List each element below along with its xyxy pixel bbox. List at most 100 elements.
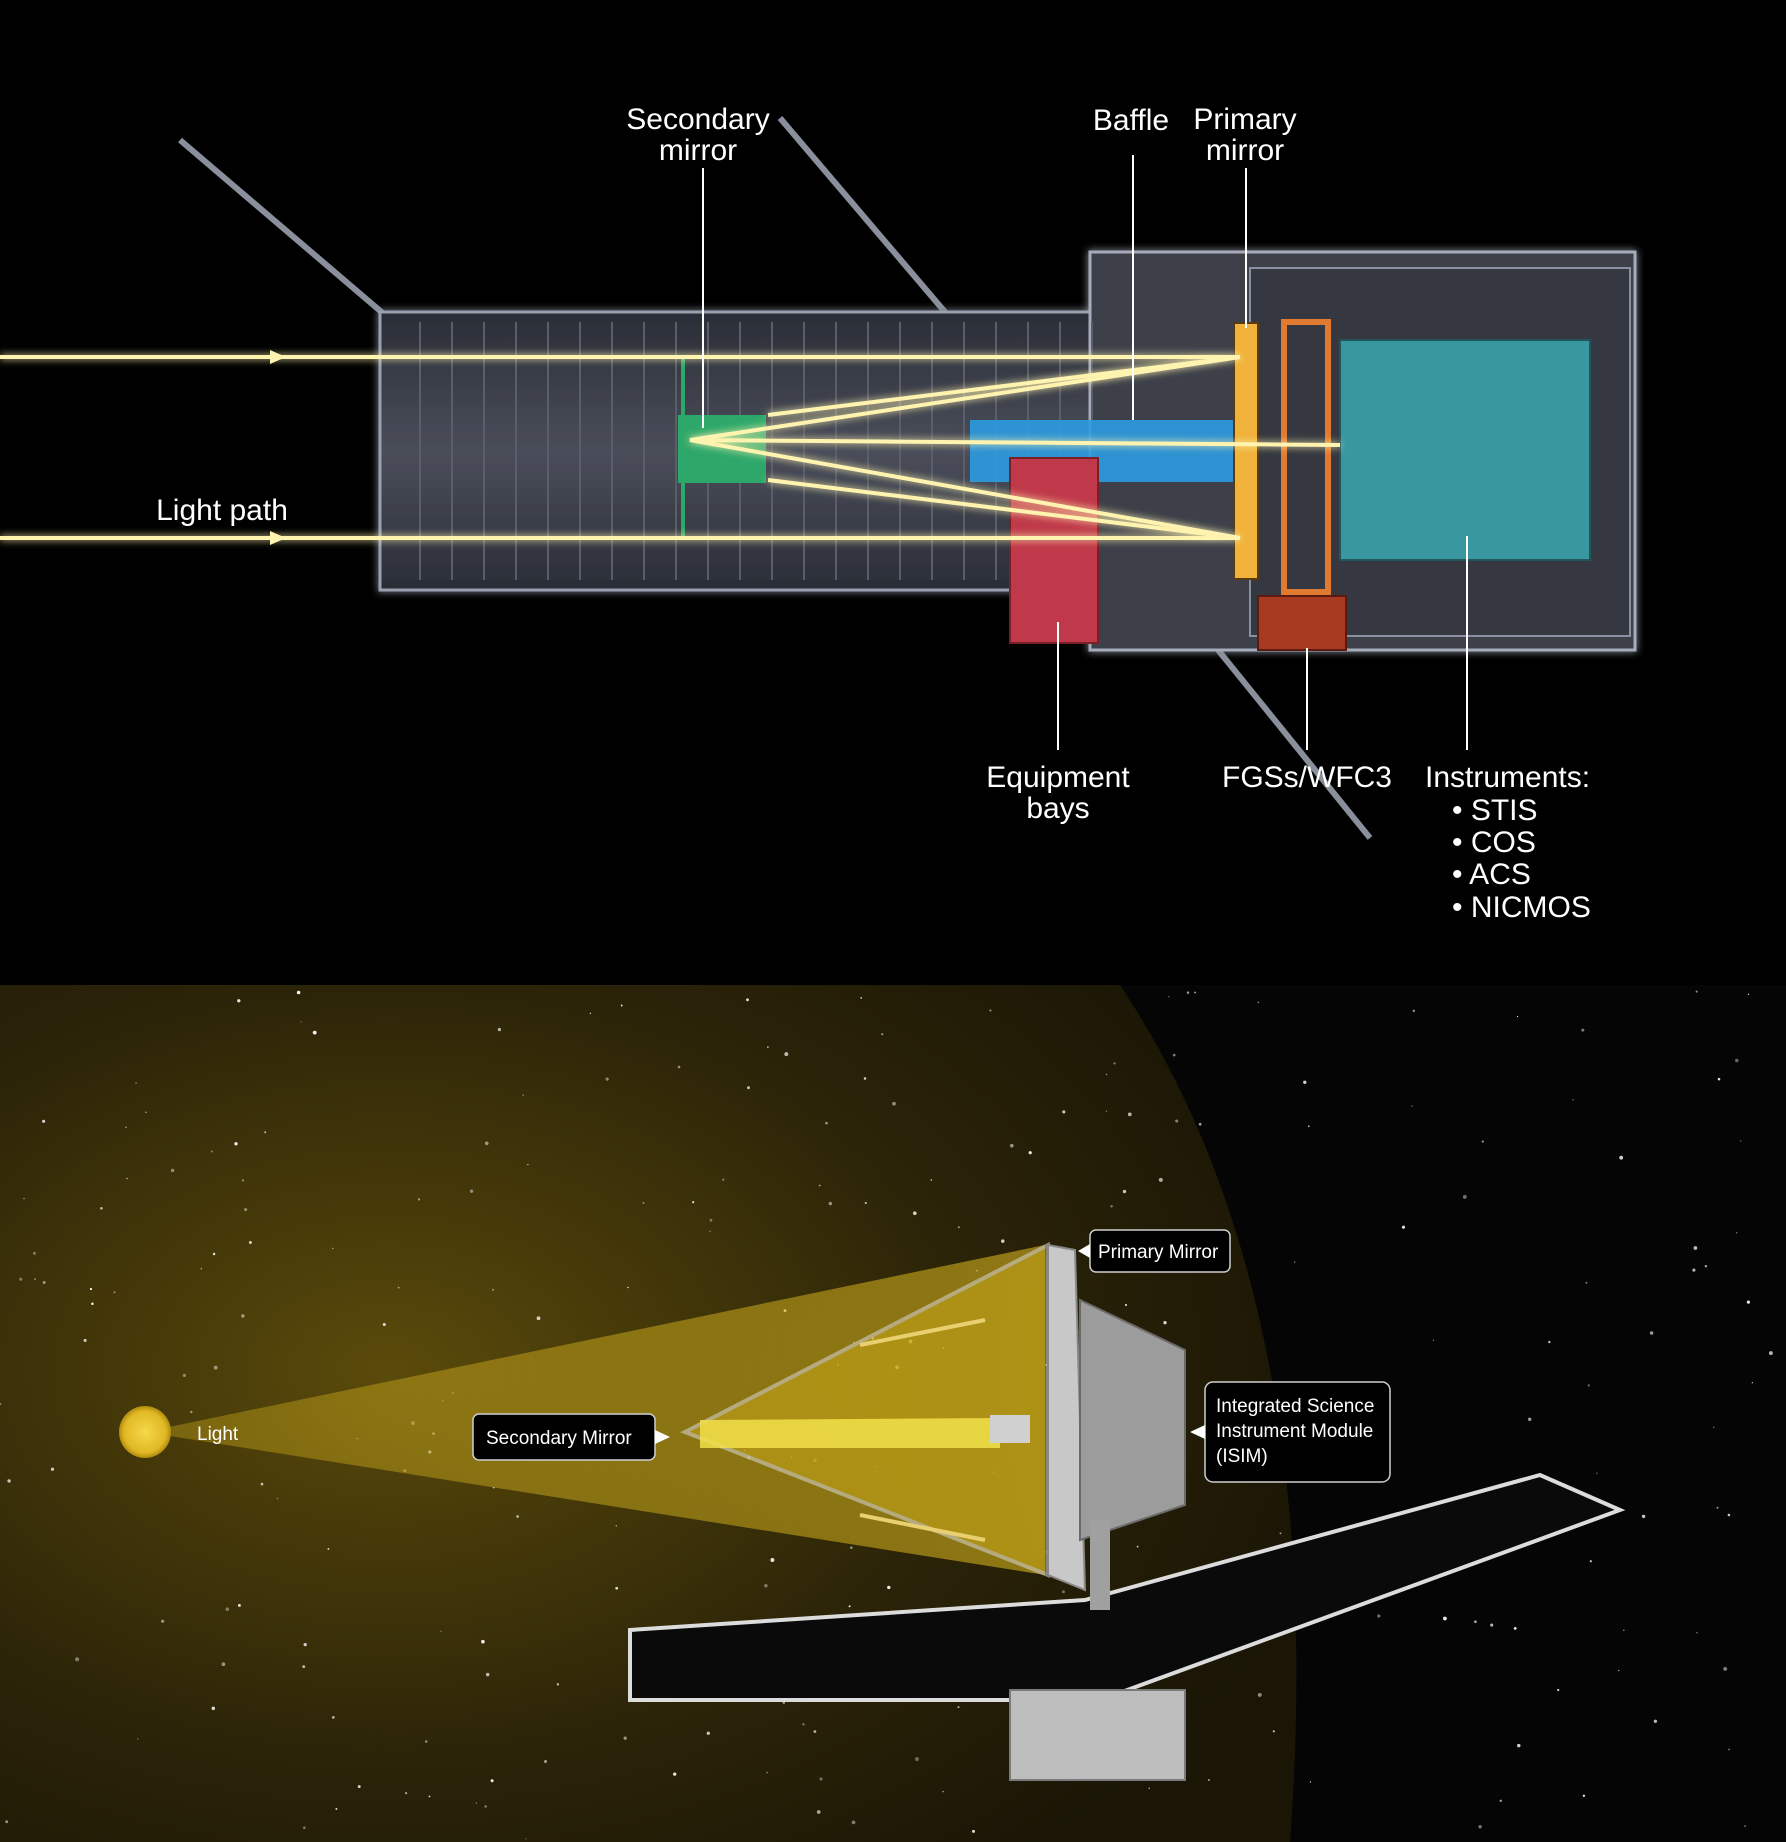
star: [335, 1807, 338, 1810]
star: [1619, 1155, 1624, 1160]
star: [1704, 1264, 1708, 1268]
star: [1727, 1513, 1731, 1517]
star: [1653, 1719, 1658, 1723]
star: [260, 1482, 264, 1486]
star: [1478, 1825, 1482, 1829]
star: [42, 1281, 46, 1284]
star: [1744, 1825, 1747, 1828]
reflected-ray: [859, 1513, 986, 1542]
star: [485, 1141, 489, 1146]
baffle-label: Baffle: [1093, 104, 1169, 137]
star: [709, 1218, 713, 1222]
star: [241, 1179, 245, 1182]
equipment-bays-label-line1: Equipment: [986, 761, 1130, 794]
star: [440, 1630, 442, 1633]
sun-icon: [119, 1406, 171, 1458]
star: [1309, 1781, 1312, 1783]
star: [484, 1805, 487, 1808]
star: [784, 1052, 789, 1057]
star: [481, 1639, 485, 1644]
star: [527, 1163, 529, 1166]
primary-mirror-part: [1047, 1243, 1087, 1592]
star: [475, 1802, 478, 1804]
star: [1692, 1268, 1696, 1272]
antenna: [1207, 638, 1373, 840]
star: [972, 1829, 975, 1833]
star: [1516, 1015, 1519, 1018]
primary-mirror-label-line2: mirror: [1206, 134, 1284, 167]
star: [83, 1338, 87, 1342]
instrument-item: • NICMOS: [1452, 891, 1591, 924]
instruments-part: [1339, 339, 1591, 561]
star: [200, 1268, 203, 1270]
star: [863, 1077, 867, 1080]
star: [469, 1189, 474, 1193]
secondary-mirror-callout: Secondary Mirror: [472, 1413, 670, 1461]
star: [1582, 1794, 1586, 1797]
star: [1186, 991, 1190, 994]
star: [819, 1777, 823, 1781]
star: [1163, 1321, 1167, 1325]
star: [113, 1291, 116, 1294]
star: [522, 1094, 524, 1096]
star: [764, 1584, 768, 1588]
star: [1572, 1099, 1574, 1101]
star: [490, 1779, 494, 1783]
primary-mirror-callout: Primary Mirror: [1078, 1229, 1231, 1273]
star: [1746, 1300, 1751, 1304]
reflected-light-ray: [767, 478, 1241, 540]
star: [1208, 1779, 1210, 1781]
star: [212, 1252, 216, 1256]
star: [357, 1785, 361, 1789]
isim-label-line1: Integrated Science: [1216, 1396, 1374, 1417]
star: [942, 1790, 944, 1793]
star: [706, 1731, 710, 1735]
star: [1490, 1623, 1494, 1627]
star: [234, 1142, 238, 1146]
star: [1110, 1205, 1113, 1208]
star: [1148, 1787, 1150, 1790]
callout-pointer-icon: [1190, 1425, 1205, 1439]
star: [849, 1546, 853, 1550]
star: [50, 1467, 55, 1471]
star: [1513, 1627, 1517, 1630]
star: [1462, 1194, 1467, 1199]
star: [1257, 1001, 1260, 1004]
star: [782, 1701, 786, 1704]
star: [915, 1757, 919, 1762]
star: [241, 1314, 245, 1318]
star: [1028, 1151, 1032, 1155]
star: [75, 1657, 80, 1662]
star: [544, 1760, 547, 1763]
star: [1062, 1590, 1065, 1594]
star: [516, 1515, 519, 1518]
star: [1127, 1112, 1132, 1117]
isim-label-line3: (ISIM): [1216, 1446, 1268, 1467]
equipment-bays-label-line2: bays: [1026, 792, 1089, 825]
star: [1739, 1140, 1742, 1142]
star: [135, 1082, 137, 1084]
star: [1589, 1560, 1592, 1563]
star: [709, 1230, 711, 1232]
star: [221, 1662, 226, 1667]
star: [536, 1316, 541, 1321]
equipment-bays-part: [1009, 457, 1099, 644]
star: [1411, 1105, 1413, 1107]
star: [1175, 1119, 1179, 1123]
star: [34, 1278, 36, 1280]
star: [32, 1251, 36, 1255]
star: [1548, 1340, 1551, 1344]
star: [828, 1201, 832, 1206]
instrument-item: • COS: [1452, 826, 1536, 859]
secondary-mirror-label-line1: Secondary: [626, 103, 769, 136]
star: [1010, 1143, 1014, 1148]
star: [19, 1277, 23, 1281]
star: [813, 1730, 817, 1733]
star: [303, 1826, 306, 1830]
star: [1172, 1053, 1176, 1057]
light-arrows: [270, 350, 286, 545]
star: [1136, 1545, 1139, 1548]
star: [211, 1706, 216, 1711]
star: [1113, 1062, 1116, 1065]
